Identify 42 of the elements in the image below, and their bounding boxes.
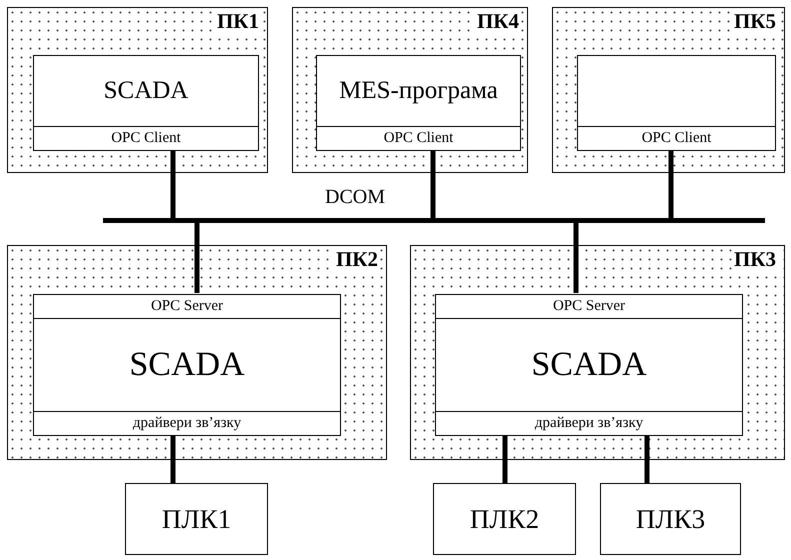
software-box xyxy=(33,55,259,151)
computer-frame xyxy=(7,245,387,460)
connector-line xyxy=(194,223,200,293)
controller-name: ПЛК3 xyxy=(636,504,706,534)
network-label: DCOM xyxy=(325,186,386,209)
connector-line xyxy=(170,150,176,218)
controller-name: ПЛК2 xyxy=(470,504,540,534)
controller-box xyxy=(125,483,268,555)
controller-name: ПЛК1 xyxy=(162,504,232,534)
connector-line xyxy=(170,435,176,483)
interface-band: OPC Client xyxy=(34,126,258,150)
connector-line xyxy=(574,223,578,293)
interface-band: драйвери зв’язку xyxy=(436,411,742,435)
software-name: MES-програма xyxy=(339,77,498,105)
interface-band: OPC Server xyxy=(436,295,742,319)
computer-label: ПК5 xyxy=(732,10,778,34)
computer-label: ПК3 xyxy=(732,248,778,272)
software-box xyxy=(577,55,776,151)
controller-box xyxy=(600,483,741,555)
software-box xyxy=(33,294,341,436)
connector-line xyxy=(430,150,436,218)
network-bus xyxy=(103,218,765,223)
interface-band: OPC Server xyxy=(34,295,340,319)
interface-band: драйвери зв’язку xyxy=(34,411,340,435)
computer-frame xyxy=(7,7,268,173)
computer-label: ПК2 xyxy=(334,248,380,272)
computer-frame xyxy=(410,245,785,460)
software-name: SCADA xyxy=(104,77,188,105)
computer-label: ПК4 xyxy=(474,10,521,34)
computer-label: ПК1 xyxy=(214,10,261,34)
computer-frame xyxy=(292,7,528,173)
software-box xyxy=(435,294,743,436)
software-name: SCADA xyxy=(531,346,647,384)
software-name: SCADA xyxy=(129,346,245,384)
software-box xyxy=(316,55,521,151)
interface-band: OPC Client xyxy=(317,126,520,150)
connector-line xyxy=(668,150,674,218)
interface-band: OPC Client xyxy=(578,126,775,150)
computer-frame xyxy=(552,7,785,173)
connector-line xyxy=(644,435,650,483)
controller-box xyxy=(433,483,576,555)
connector-line xyxy=(502,435,508,483)
